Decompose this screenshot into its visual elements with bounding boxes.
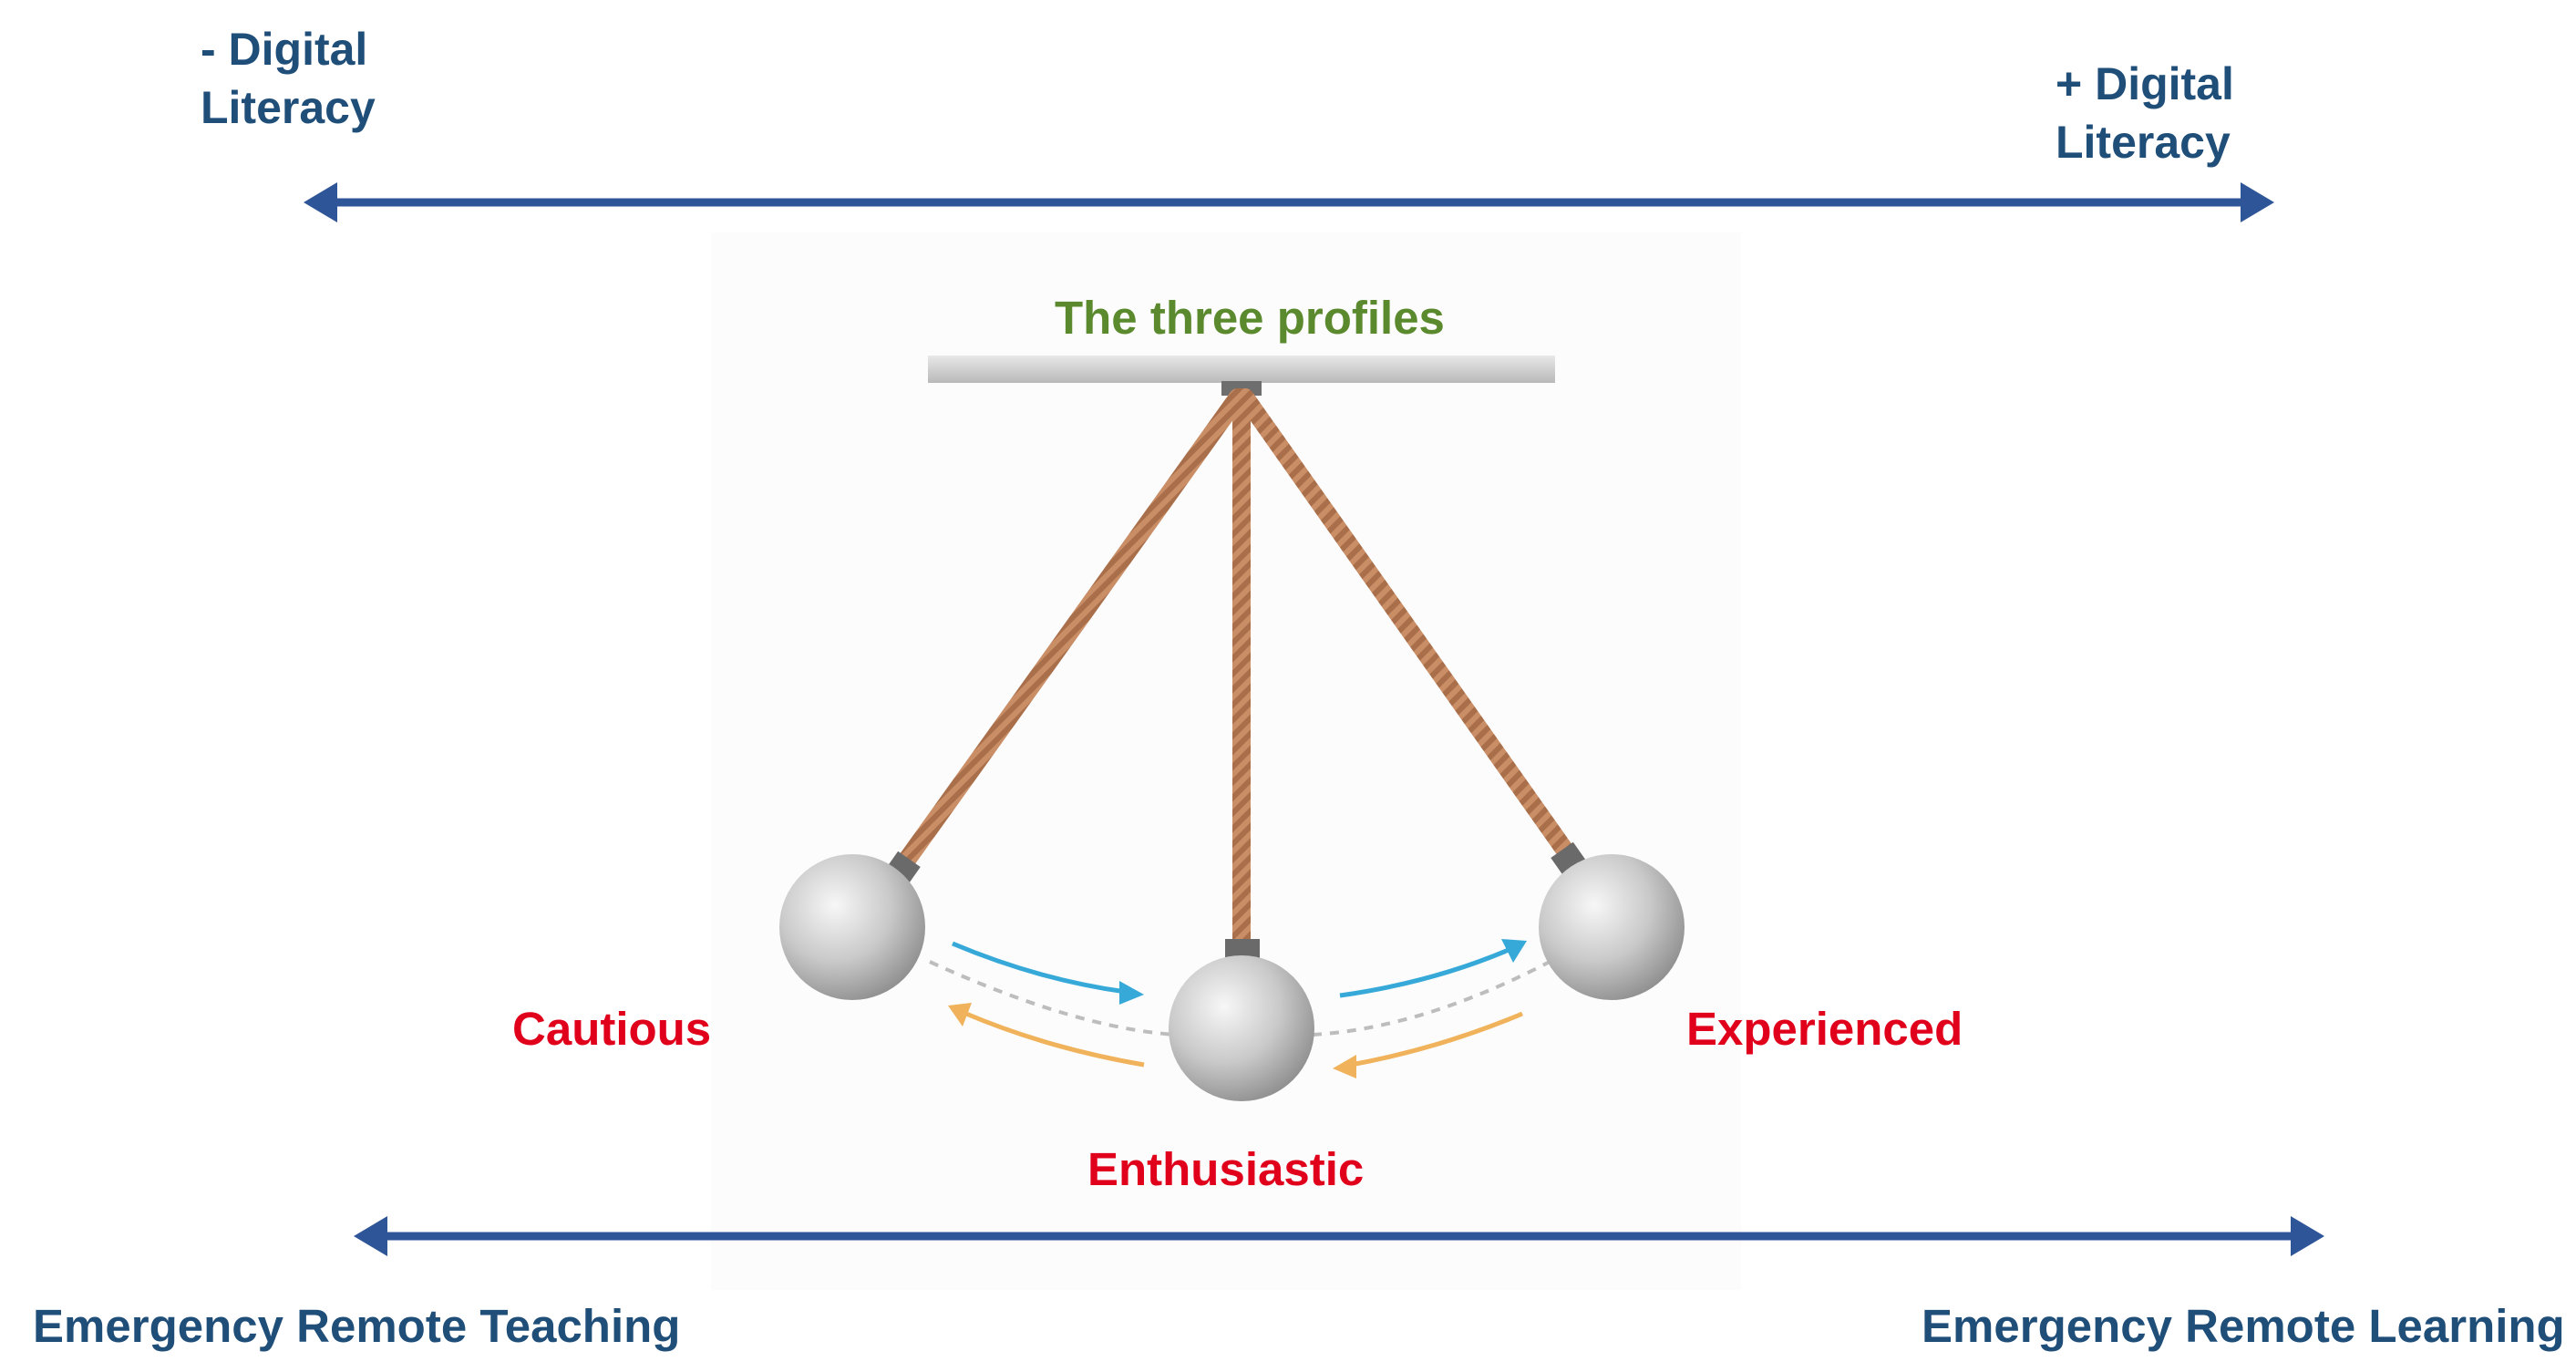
ball-cap-left: [884, 851, 921, 887]
remote-teaching-learning-axis: [354, 1216, 2324, 1256]
arrowhead-right-icon: [2291, 1216, 2324, 1256]
ball-cap-center: [1225, 939, 1260, 959]
swing-arrow-orange-icon: [948, 1003, 1145, 1068]
label-line: + Digital: [2056, 58, 2234, 109]
swing-arrow-orange-icon: [1333, 1011, 1523, 1078]
axis-label-plus-digital-literacy: + Digital Literacy: [2056, 55, 2234, 171]
label-line: Literacy: [2056, 117, 2231, 168]
profile-label-cautious: Cautious: [512, 1003, 712, 1055]
profile-label-experienced: Experienced: [1686, 1003, 1963, 1055]
pendulum-ball-center: [1169, 955, 1314, 1101]
profile-label-enthusiastic: Enthusiastic: [1087, 1143, 1365, 1195]
rope-right: [1236, 388, 1579, 866]
swing-arrow-blue-icon: [952, 941, 1144, 1005]
label-line: - Digital: [201, 24, 368, 75]
axis-label-emergency-remote-learning: Emergency Remote Learning: [1922, 1300, 2565, 1352]
diagram-title: The three profiles: [1055, 292, 1445, 344]
arrowhead-right-icon: [2241, 182, 2274, 222]
axis-label-minus-digital-literacy: - Digital Literacy: [201, 20, 376, 137]
axis-label-emergency-remote-teaching: Emergency Remote Teaching: [33, 1300, 681, 1352]
label-line: Literacy: [201, 82, 376, 133]
arrowhead-left-icon: [304, 182, 337, 222]
pendulum-bar: [928, 356, 1555, 383]
swing-path-dashed: [1312, 960, 1551, 1037]
swing-arrow-blue-icon: [1339, 939, 1527, 998]
pendulum-ball-right: [1539, 854, 1685, 1000]
swing-path-dashed: [929, 960, 1177, 1037]
digital-literacy-axis: [304, 182, 2274, 222]
rope-left: [893, 388, 1247, 875]
arrowhead-left-icon: [354, 1216, 387, 1256]
pendulum-ball-left: [779, 854, 925, 1000]
ball-cap-right: [1551, 841, 1587, 878]
